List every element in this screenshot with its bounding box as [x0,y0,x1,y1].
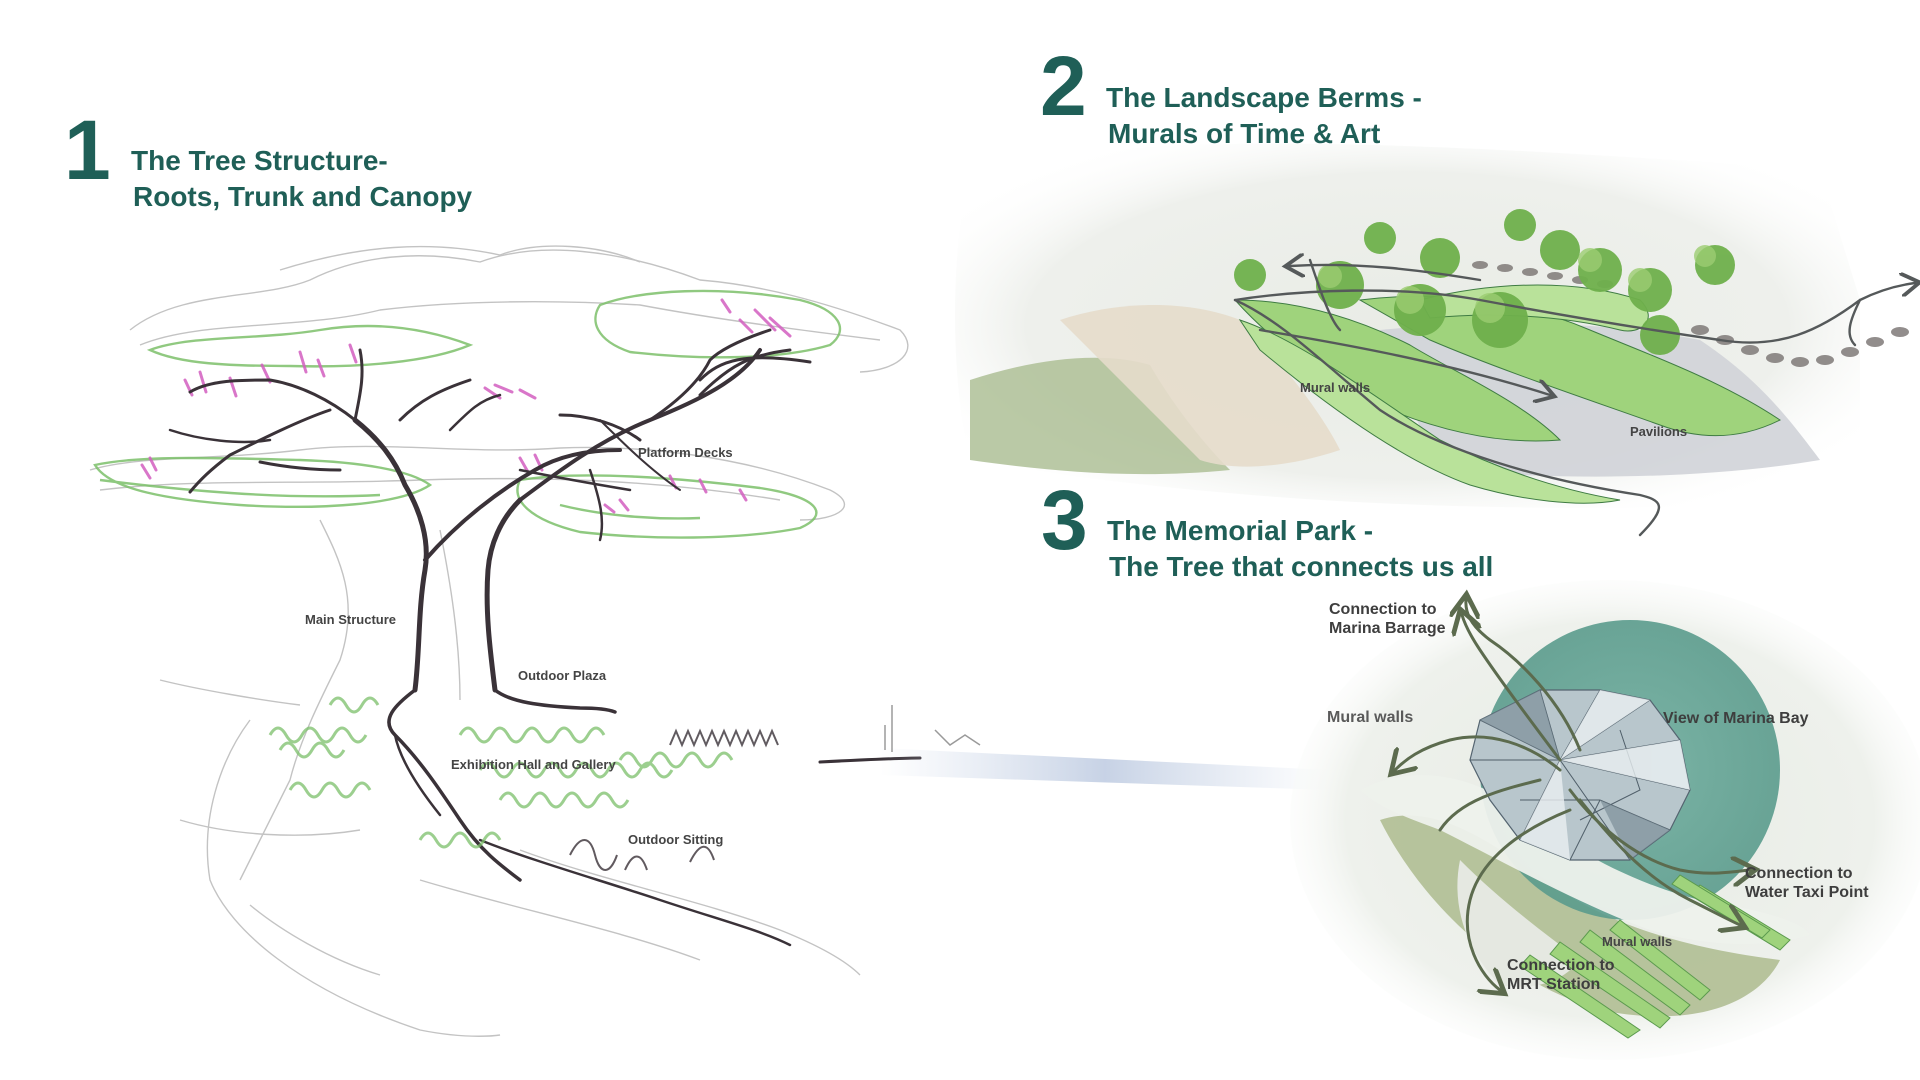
label-marina-barrage-line1: Connection to [1329,601,1437,618]
label-water-taxi-line1: Connection to [1745,865,1853,882]
berm-trees [1234,209,1735,355]
label-park-mural-walls-bottom: Mural walls [1602,934,1673,949]
section-1-number: 1 [64,103,111,197]
section-3-title-line2: The Tree that connects us all [1109,551,1494,582]
label-outdoor-sitting: Outdoor Sitting [628,832,724,847]
section-1-title: The Tree Structure- Roots, Trunk and Can… [131,143,472,215]
label-mrt-line1: Connection to [1507,957,1615,974]
label-water-taxi-line2: Water Taxi Point [1745,884,1869,901]
section-2-title-line1: The Landscape Berms - [1106,82,1422,113]
berms-rendering [955,143,1915,537]
label-platform-decks: Platform Decks [638,445,733,460]
section-3-number: 3 [1041,473,1088,567]
label-mrt-line2: MRT Station [1507,976,1601,993]
label-connection-water-taxi: Connection to Water Taxi Point [1745,864,1869,902]
label-connection-mrt: Connection to MRT Station [1507,956,1615,994]
park-plan [1290,580,1920,1060]
section-1-title-line1: The Tree Structure- [131,145,388,176]
section-2-number: 2 [1040,39,1087,133]
label-outdoor-plaza: Outdoor Plaza [518,668,607,683]
label-park-mural-walls-left: Mural walls [1327,709,1414,726]
section-3-title-line1: The Memorial Park - [1107,515,1374,546]
label-connection-marina-barrage: Connection to Marina Barrage [1329,600,1446,638]
label-berm-mural-walls: Mural walls [1300,380,1371,395]
section-3-title: The Memorial Park - The Tree that connec… [1107,513,1493,585]
section-2-title: The Landscape Berms - Murals of Time & A… [1106,80,1422,152]
section-1-title-line2: Roots, Trunk and Canopy [133,181,473,212]
label-pavilions: Pavilions [1630,424,1688,439]
label-view-of-marina-bay: View of Marina Bay [1663,710,1809,727]
label-main-structure: Main Structure [305,612,397,627]
tree-sculpture [1469,689,1691,861]
tree-sketch [89,245,1330,1037]
label-marina-barrage-line2: Marina Barrage [1329,620,1446,637]
section-2-title-line2: Murals of Time & Art [1108,118,1381,149]
label-exhibition-hall: Exhibition Hall and Gallery [451,757,616,772]
